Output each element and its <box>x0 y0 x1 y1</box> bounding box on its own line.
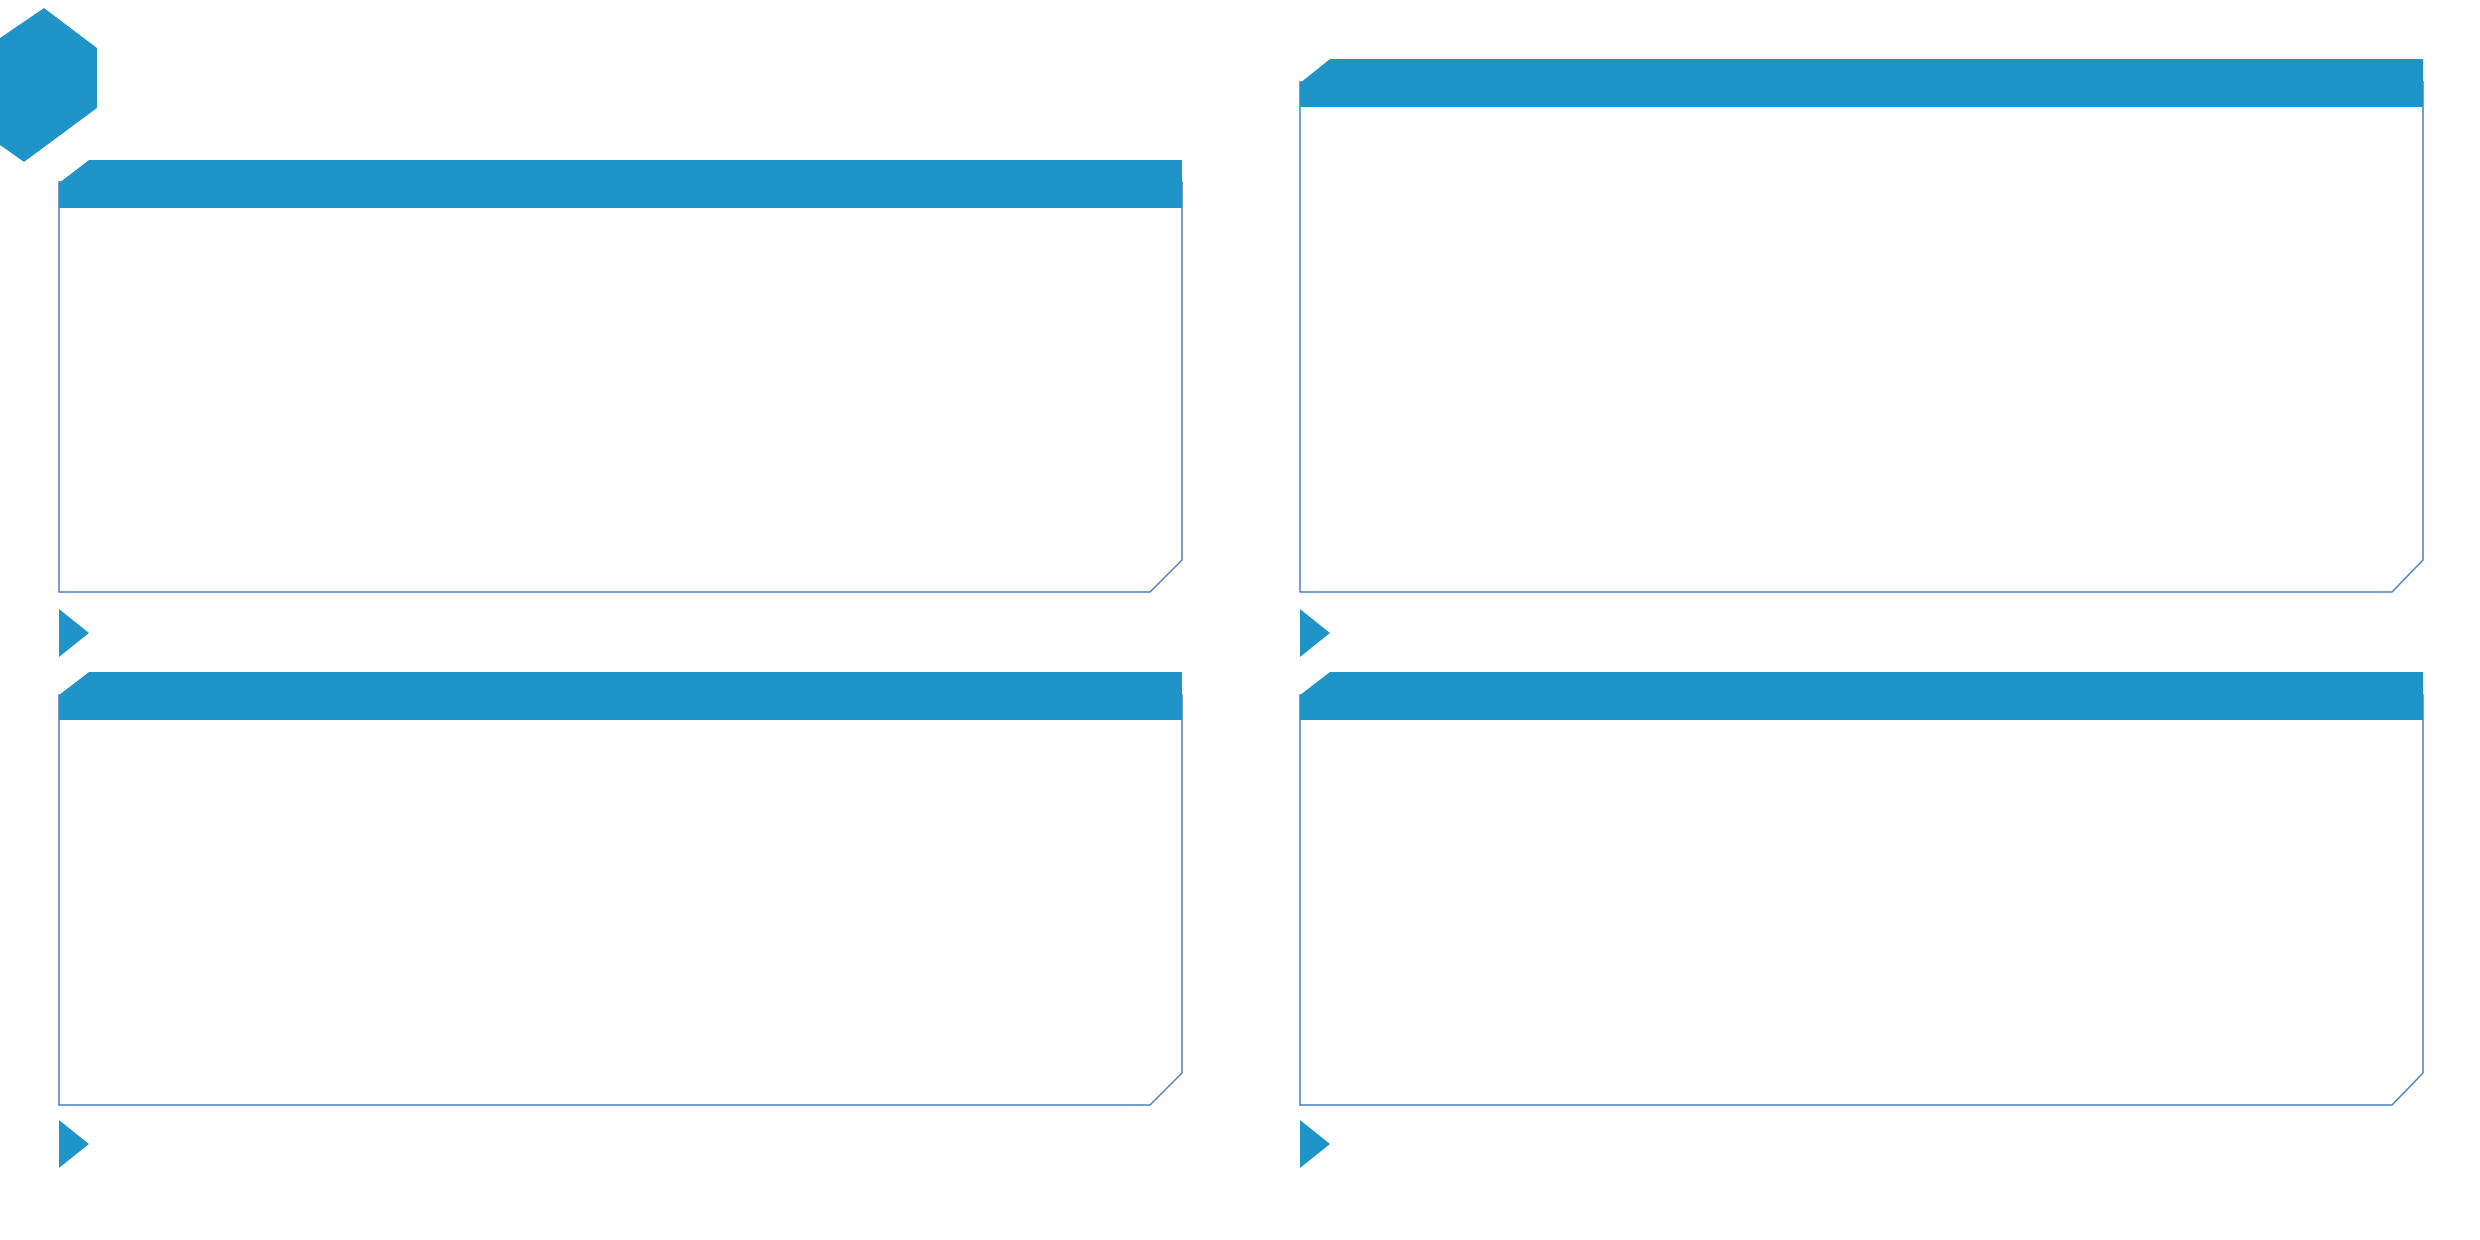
triangle-right-icon <box>1300 1120 1330 1168</box>
hexagon-icon <box>0 8 97 162</box>
panel-top-right <box>1299 59 2424 657</box>
panel-top-left <box>58 160 1183 657</box>
panel-frame <box>58 694 1183 1106</box>
panel-frame <box>1299 694 2424 1106</box>
panel-header-bar <box>1300 59 2423 107</box>
panel-frame <box>58 181 1183 593</box>
panel-frame <box>1299 81 2424 593</box>
panel-bottom-left <box>58 672 1183 1168</box>
panel-header-bar <box>59 160 1182 208</box>
triangle-right-icon <box>59 1120 89 1168</box>
panel-bottom-right <box>1299 672 2424 1168</box>
triangle-right-icon <box>1300 609 1330 657</box>
panel-header-bar <box>1300 672 2423 720</box>
triangle-right-icon <box>59 609 89 657</box>
panel-header-bar <box>59 672 1182 720</box>
